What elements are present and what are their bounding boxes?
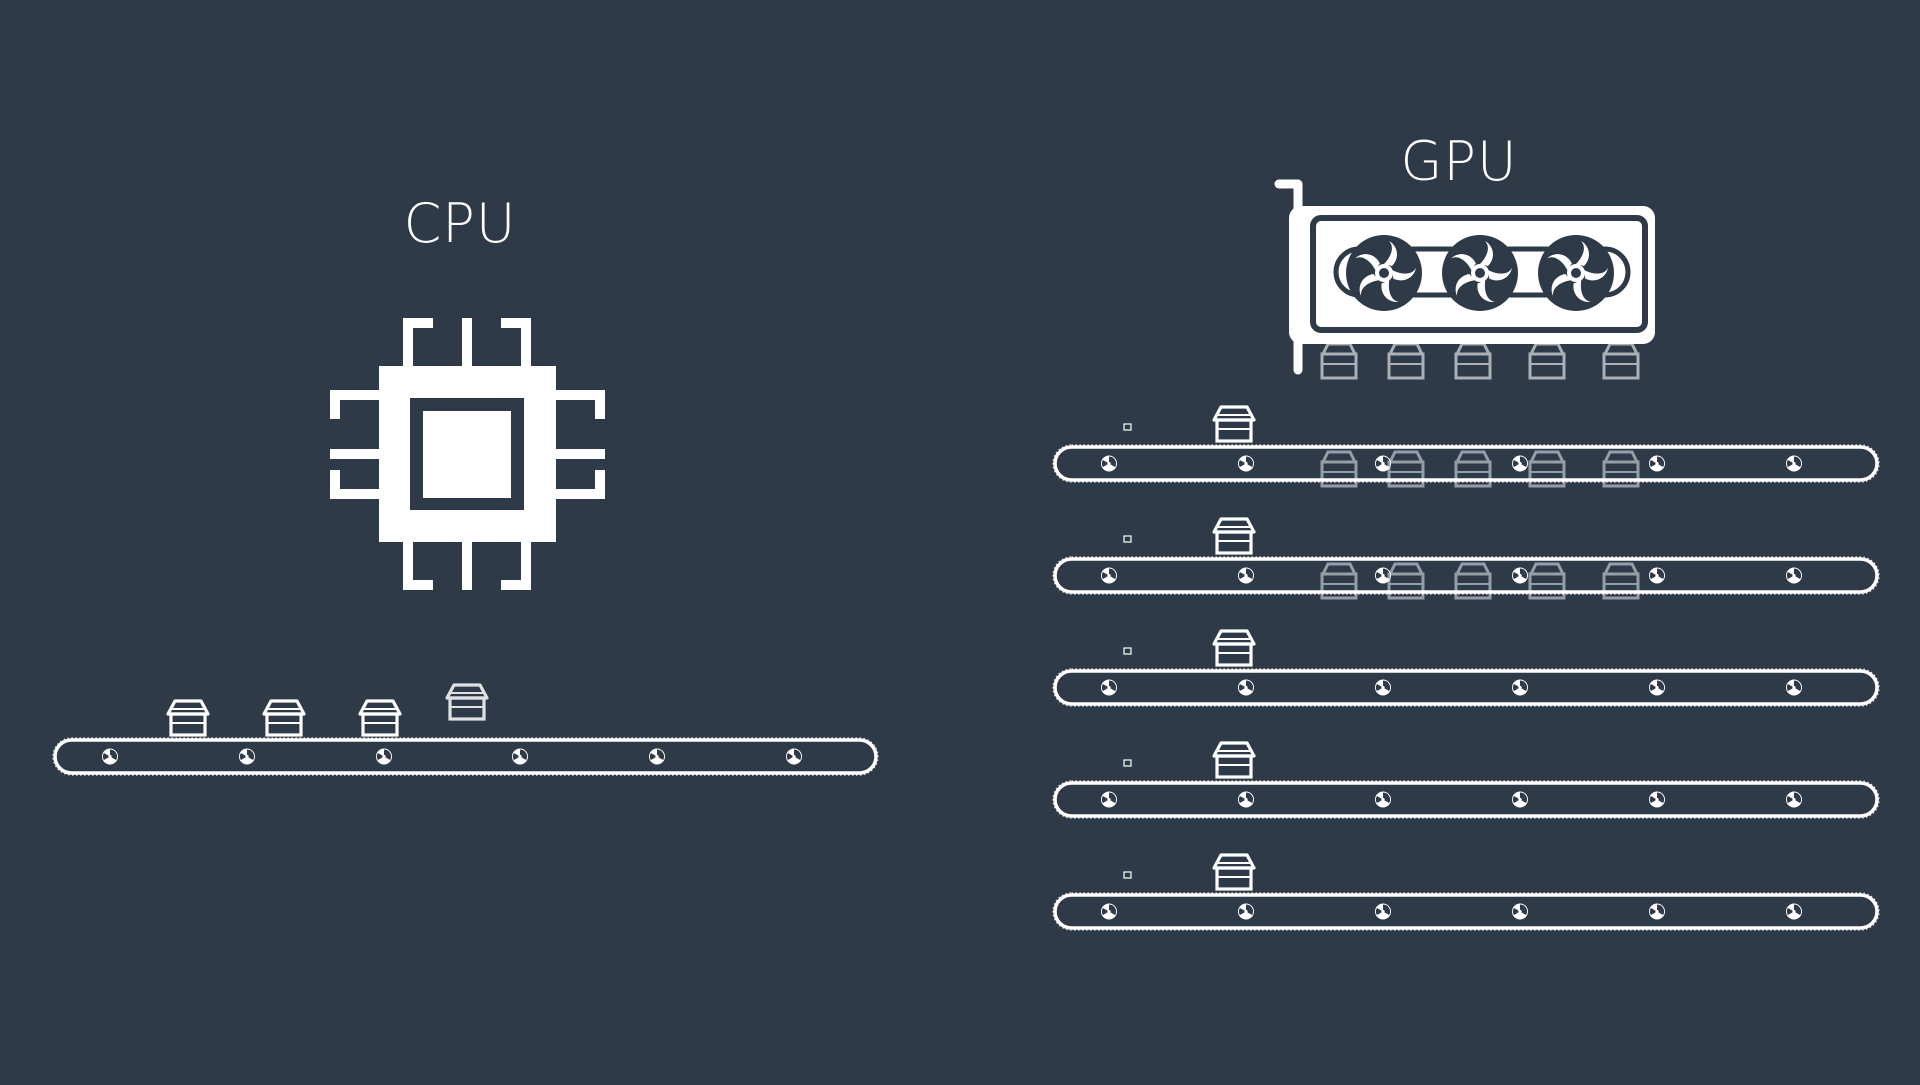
conveyor-roller-icon — [1238, 567, 1254, 584]
connector-pin — [1528, 450, 1566, 488]
cpu-conveyor — [52, 683, 879, 776]
conveyor-roller-icon — [1786, 791, 1802, 808]
connector-pin — [1387, 450, 1425, 488]
conveyor-roller-icon — [1375, 791, 1391, 808]
conveyor-roller-icon — [376, 748, 392, 765]
conveyor-roller-icon — [1649, 903, 1665, 920]
conveyor-belt — [1053, 669, 1879, 706]
package-box-icon — [358, 699, 402, 737]
fan-icon — [1442, 235, 1518, 311]
gpu-conveyor-belt — [1052, 629, 1880, 707]
conveyor-roller-icon — [1101, 903, 1117, 920]
gpu-card-icon — [1274, 179, 1655, 375]
gpu-conveyor-belt — [1052, 517, 1880, 600]
conveyor-roller-icon — [649, 748, 665, 765]
conveyor-roller-icon — [1512, 903, 1528, 920]
connector-pin — [1387, 562, 1425, 600]
conveyor-belt — [53, 738, 878, 775]
fan-icon — [1538, 235, 1614, 311]
gpu-pin-shadows — [1320, 562, 1640, 600]
conveyor-belt — [1053, 557, 1879, 594]
conveyor-roller-icon — [1375, 903, 1391, 920]
conveyor-roller-icon — [1649, 679, 1665, 696]
conveyor-roller-icon — [102, 748, 118, 765]
conveyor-belt — [1053, 781, 1879, 818]
marker-icon — [1123, 871, 1132, 879]
gpu-connector-pins — [1320, 342, 1640, 380]
gpu-conveyor-belt — [1052, 741, 1880, 819]
package-box-icon — [262, 699, 306, 737]
gpu-conveyor-belt — [1052, 405, 1880, 488]
conveyor-roller-icon — [1786, 567, 1802, 584]
conveyor-roller-icon — [1649, 567, 1665, 584]
package-box-icon — [1212, 517, 1256, 555]
conveyor-roller-icon — [1786, 903, 1802, 920]
conveyor-roller-icon — [1101, 567, 1117, 584]
connector-pin — [1387, 342, 1425, 380]
conveyor-roller-icon — [1786, 679, 1802, 696]
conveyor-roller-icon — [1238, 791, 1254, 808]
conveyor-roller-icon — [1512, 791, 1528, 808]
package-box-icon — [166, 699, 210, 737]
marker-icon — [1123, 423, 1132, 431]
marker-icon — [1123, 535, 1132, 543]
conveyor-belt — [1053, 893, 1879, 930]
marker-icon — [1123, 647, 1132, 655]
connector-pin — [1454, 342, 1492, 380]
conveyor-roller-icon — [1512, 679, 1528, 696]
connector-pin — [1320, 342, 1358, 380]
package-box-icon — [1212, 741, 1256, 779]
connector-pin — [1454, 562, 1492, 600]
conveyor-roller-icon — [1512, 455, 1528, 472]
connector-pin — [1602, 342, 1640, 380]
gpu-label: GPU — [1400, 130, 1518, 193]
conveyor-roller-icon — [1375, 679, 1391, 696]
cpu-chip-icon — [330, 318, 605, 590]
conveyor-roller-icon — [239, 748, 255, 765]
connector-pin — [1602, 450, 1640, 488]
conveyor-roller-icon — [1649, 791, 1665, 808]
package-box-icon — [1212, 405, 1256, 443]
conveyor-roller-icon — [1238, 455, 1254, 472]
package-box-icon — [445, 683, 489, 721]
conveyor-roller-icon — [786, 748, 802, 765]
conveyor-roller-icon — [1786, 455, 1802, 472]
gpu-conveyor-belt — [1052, 853, 1880, 931]
conveyor-belt — [1053, 445, 1879, 482]
conveyor-roller-icon — [1649, 455, 1665, 472]
package-box-icon — [1212, 629, 1256, 667]
conveyor-roller-icon — [1101, 679, 1117, 696]
connector-pin — [1602, 562, 1640, 600]
conveyor-roller-icon — [512, 748, 528, 765]
cpu-label: CPU — [403, 192, 517, 255]
connector-pin — [1320, 562, 1358, 600]
marker-icon — [1123, 759, 1132, 767]
conveyor-roller-icon — [1512, 567, 1528, 584]
connector-pin — [1454, 450, 1492, 488]
package-box-icon — [1212, 853, 1256, 891]
conveyor-roller-icon — [1101, 791, 1117, 808]
connector-pin — [1320, 450, 1358, 488]
conveyor-roller-icon — [1238, 903, 1254, 920]
gpu-conveyors — [1052, 405, 1880, 931]
conveyor-roller-icon — [1238, 679, 1254, 696]
cpu-chip-body — [379, 366, 556, 542]
connector-pin — [1528, 342, 1566, 380]
connector-pin — [1528, 562, 1566, 600]
cpu-conveyor-belt — [52, 737, 879, 776]
gpu-pin-shadows — [1320, 450, 1640, 488]
fan-icon — [1346, 235, 1422, 311]
conveyor-roller-icon — [1101, 455, 1117, 472]
